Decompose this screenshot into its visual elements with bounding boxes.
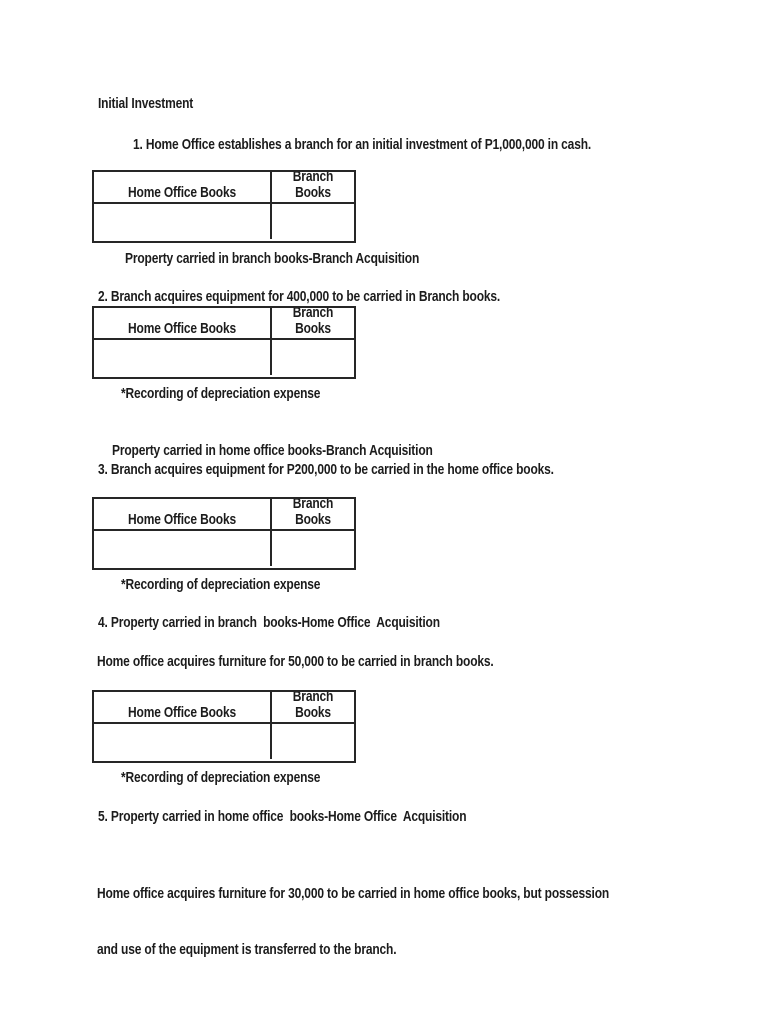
table-1-header-branch: Branch Books xyxy=(272,172,354,202)
journal-table-2: Home Office Books Branch Books xyxy=(92,306,356,379)
table-4-cell-branch-empty xyxy=(272,724,354,759)
item-3-text: 3. Branch acquires equipment for P200,00… xyxy=(98,461,554,478)
table-1-header-home-office: Home Office Books xyxy=(94,172,272,202)
item-4-detail-text: Home office acquires furniture for 50,00… xyxy=(97,653,494,670)
table-3-header-home-office: Home Office Books xyxy=(94,499,272,529)
caption-3-text: Property carried in home office books-Br… xyxy=(112,442,433,459)
table-2-header-home-office: Home Office Books xyxy=(94,308,272,338)
item-2-text: 2. Branch acquires equipment for 400,000… xyxy=(98,288,501,305)
table-1-cell-branch-empty xyxy=(272,204,354,239)
table-3-header-branch: Branch Books xyxy=(272,499,354,529)
note-2-text: *Recording of depreciation expense xyxy=(121,385,321,402)
table-4-header-branch-label: Branch Books xyxy=(292,692,334,721)
table-2-header-home-office-label: Home Office Books xyxy=(128,320,236,337)
table-4-header-home-office-label: Home Office Books xyxy=(128,704,236,721)
table-3-header-branch-label: Branch Books xyxy=(292,499,334,528)
table-3-cell-branch-empty xyxy=(272,531,354,566)
item-5-paragraph-line-2: and use of the equipment is transferred … xyxy=(97,941,397,958)
table-2-header-branch: Branch Books xyxy=(272,308,354,338)
page-title: Initial Investment xyxy=(98,95,194,112)
item-5-paragraph-line-1: Home office acquires furniture for 30,00… xyxy=(97,885,610,902)
table-2-cell-branch-empty xyxy=(272,340,354,375)
item-1-text: 1. Home Office establishes a branch for … xyxy=(133,136,592,153)
note-4-text: *Recording of depreciation expense xyxy=(121,769,321,786)
table-4-header-branch: Branch Books xyxy=(272,692,354,722)
item-4-text: 4. Property carried in branch books-Home… xyxy=(98,614,440,631)
journal-table-4: Home Office Books Branch Books xyxy=(92,690,356,763)
table-2-cell-home-office-empty xyxy=(94,340,272,375)
journal-table-1: Home Office Books Branch Books xyxy=(92,170,356,243)
item-5-paragraph: Home office acquires furniture for 30,00… xyxy=(97,848,609,996)
table-1-header-branch-label: Branch Books xyxy=(292,172,334,201)
table-4-header-home-office: Home Office Books xyxy=(94,692,272,722)
table-1-cell-home-office-empty xyxy=(94,204,272,239)
table-3-cell-home-office-empty xyxy=(94,531,272,566)
table-3-header-home-office-label: Home Office Books xyxy=(128,511,236,528)
caption-1-text: Property carried in branch books-Branch … xyxy=(125,250,420,267)
note-3-text: *Recording of depreciation expense xyxy=(121,576,321,593)
table-1-header-home-office-label: Home Office Books xyxy=(128,184,236,201)
table-4-cell-home-office-empty xyxy=(94,724,272,759)
journal-table-3: Home Office Books Branch Books xyxy=(92,497,356,570)
item-5-text: 5. Property carried in home office books… xyxy=(98,808,467,825)
table-2-header-branch-label: Branch Books xyxy=(292,308,334,337)
